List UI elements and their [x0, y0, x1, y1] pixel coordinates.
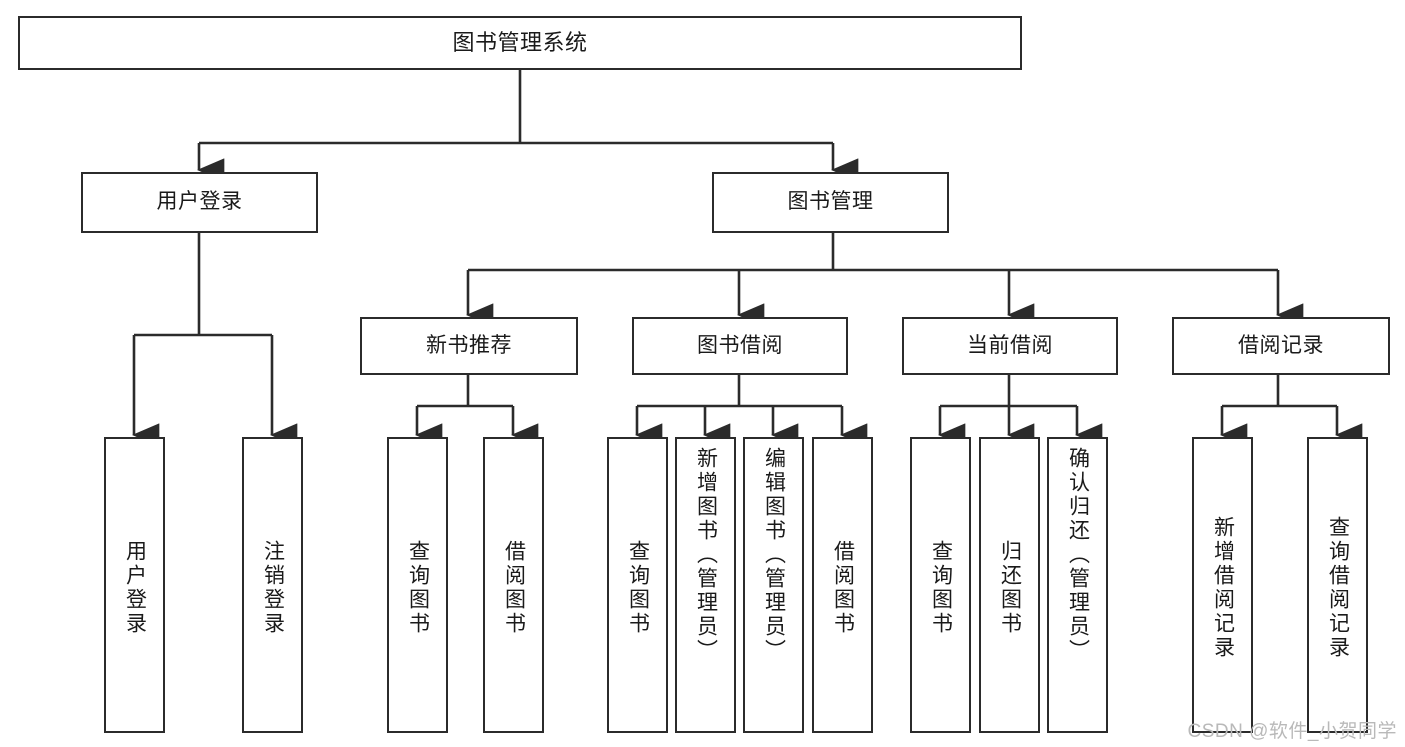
node-label: 借阅记录 [1238, 333, 1324, 357]
leaf-user-login-logout[interactable]: 注销登录 [242, 437, 303, 733]
node-label: 查询借阅记录 [1326, 516, 1350, 660]
leaf-current-confirm-return-admin[interactable]: 确认归还（管理员） [1047, 437, 1108, 733]
leaf-borrow-edit-book-admin[interactable]: 编辑图书（管理员） [743, 437, 804, 733]
node-root-library-system[interactable]: 图书管理系统 [18, 16, 1022, 70]
node-borrow-records[interactable]: 借阅记录 [1172, 317, 1390, 375]
node-label: 借阅图书 [502, 540, 526, 636]
node-label: 编辑图书（管理员） [762, 447, 786, 663]
leaf-user-login-login[interactable]: 用户登录 [104, 437, 165, 733]
node-label: 新书推荐 [426, 333, 512, 357]
node-label: 新增图书（管理员） [694, 447, 718, 663]
node-user-login[interactable]: 用户登录 [81, 172, 318, 233]
node-new-book-recommend[interactable]: 新书推荐 [360, 317, 578, 375]
node-label: 注销登录 [261, 540, 285, 636]
node-label: 借阅图书 [831, 540, 855, 636]
leaf-current-search-book[interactable]: 查询图书 [910, 437, 971, 733]
leaf-borrow-add-book-admin[interactable]: 新增图书（管理员） [675, 437, 736, 733]
node-label: 图书管理 [787, 190, 874, 214]
node-current-borrow[interactable]: 当前借阅 [902, 317, 1118, 375]
leaf-current-return-book[interactable]: 归还图书 [979, 437, 1040, 733]
node-label: 查询图书 [929, 540, 953, 636]
node-label: 当前借阅 [967, 333, 1053, 357]
node-label: 新增借阅记录 [1211, 516, 1235, 660]
node-label: 归还图书 [998, 540, 1022, 636]
node-label: 图书管理系统 [452, 30, 588, 56]
node-label: 用户登录 [156, 190, 243, 214]
node-label: 图书借阅 [697, 333, 783, 357]
leaf-records-add-record[interactable]: 新增借阅记录 [1192, 437, 1253, 733]
leaf-new-book-search[interactable]: 查询图书 [387, 437, 448, 733]
leaf-borrow-search-book[interactable]: 查询图书 [607, 437, 668, 733]
node-book-borrow[interactable]: 图书借阅 [632, 317, 848, 375]
leaf-new-book-borrow[interactable]: 借阅图书 [483, 437, 544, 733]
node-label: 查询图书 [626, 540, 650, 636]
watermark-text: CSDN @软件_小贺同学 [1187, 721, 1397, 742]
node-book-management[interactable]: 图书管理 [712, 172, 949, 233]
node-label: 查询图书 [406, 540, 430, 636]
node-label: 用户登录 [123, 540, 147, 636]
leaf-borrow-borrow-book[interactable]: 借阅图书 [812, 437, 873, 733]
leaf-records-search-record[interactable]: 查询借阅记录 [1307, 437, 1368, 733]
node-label: 确认归还（管理员） [1066, 447, 1090, 663]
